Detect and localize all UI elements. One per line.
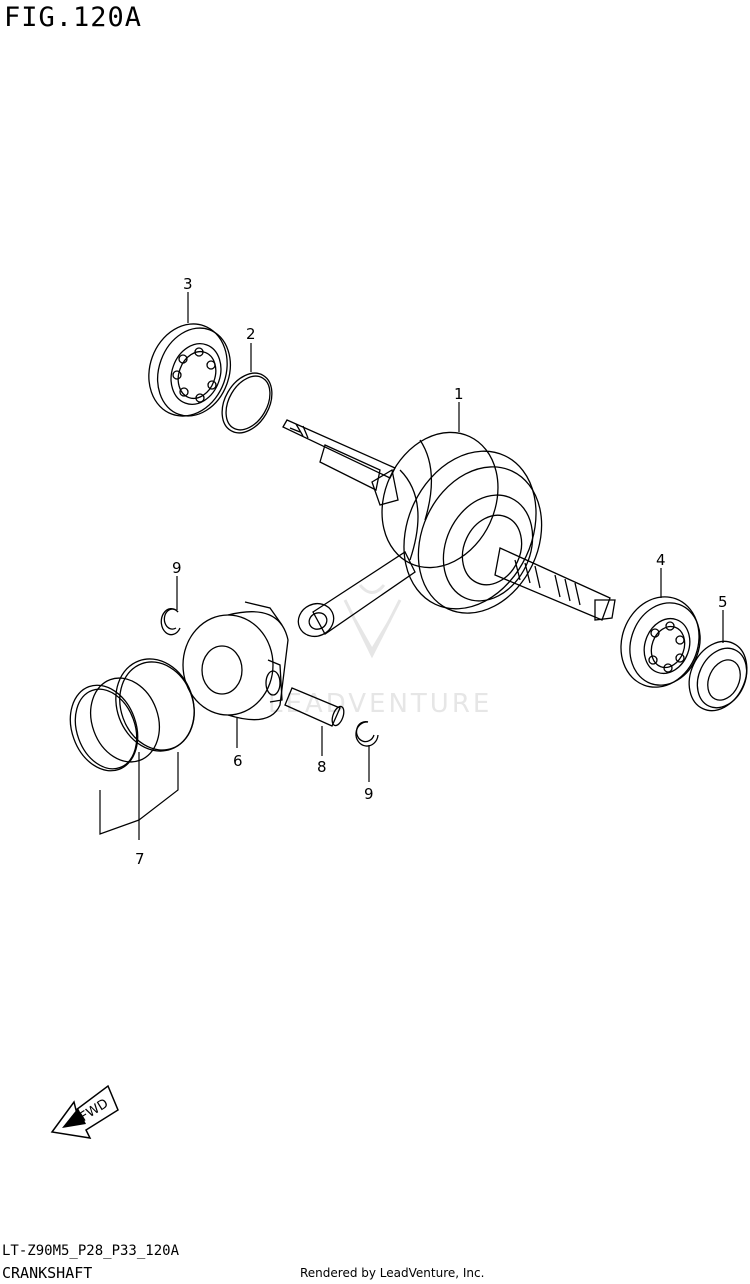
- circlip-lower[interactable]: [355, 720, 379, 747]
- leader-lines: [99, 292, 724, 840]
- callout-9-upper: 9: [172, 559, 182, 577]
- fwd-label: FWD: [78, 1096, 112, 1125]
- piston-pin[interactable]: [284, 687, 346, 727]
- piston-ring-set[interactable]: [59, 648, 207, 780]
- callout-2: 2: [246, 325, 256, 343]
- callout-numbers: 1 2 3 4 5 6 7 8 9 9: [135, 275, 728, 868]
- watermark-logo: [343, 584, 402, 659]
- oil-seal[interactable]: [678, 632, 750, 720]
- watermark-text: LEADVENTURE: [268, 689, 492, 719]
- section-name: CRANKSHAFT: [2, 1264, 93, 1282]
- crankshaft-assembly[interactable]: [282, 413, 616, 642]
- circlip-upper[interactable]: [160, 608, 181, 636]
- figure-title: FIG.120A: [4, 2, 143, 33]
- piston[interactable]: [182, 601, 289, 721]
- callout-9-lower: 9: [364, 785, 374, 803]
- callout-7: 7: [135, 850, 145, 868]
- shim-ring[interactable]: [212, 364, 282, 441]
- model-code: LT-Z90M5_P28_P33_120A: [2, 1243, 180, 1259]
- bearing-right[interactable]: [609, 586, 712, 698]
- fwd-arrow-icon: FWD: [50, 1084, 119, 1139]
- callout-8: 8: [317, 758, 327, 776]
- callout-4: 4: [656, 551, 666, 569]
- bearing-left[interactable]: [136, 313, 242, 427]
- callout-1: 1: [454, 385, 464, 403]
- render-credit: Rendered by LeadVenture, Inc.: [300, 1266, 485, 1280]
- callout-3: 3: [183, 275, 193, 293]
- callout-6: 6: [233, 752, 243, 770]
- callout-5: 5: [718, 593, 728, 611]
